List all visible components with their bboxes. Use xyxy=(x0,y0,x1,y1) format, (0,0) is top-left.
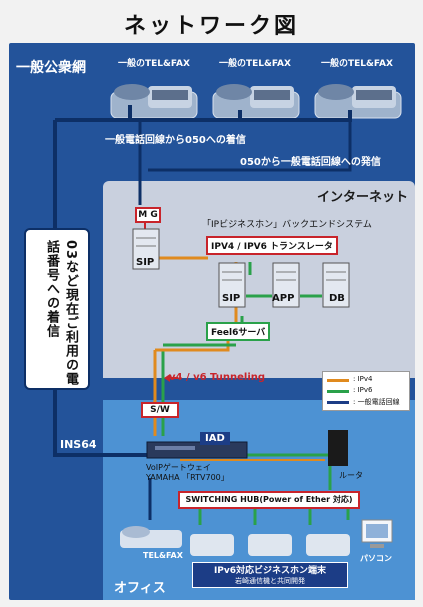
backend-title: 「IPビジネスホン」バックエンドシステム xyxy=(202,220,372,230)
product-main: IPv6対応ビジネスホン端末 xyxy=(213,566,327,576)
ins64-label: INS64 xyxy=(60,438,97,451)
legend-text: : IPv4 xyxy=(353,375,373,383)
internet-label: インターネット xyxy=(317,190,409,205)
iad-badge: IAD xyxy=(200,432,230,445)
incoming-number-note: 03など現在ご利用の電話番号への着信 xyxy=(44,240,78,387)
sw-label: S/W xyxy=(141,402,179,418)
router-icon xyxy=(328,430,348,466)
switching-hub: SWITCHING HUB(Power of Ether 対応) xyxy=(178,491,360,509)
public-network-label: 一般公衆網 xyxy=(16,60,86,76)
incoming-number-note-box: 03など現在ご利用の電話番号への着信 xyxy=(24,228,90,390)
sip-server-label: SIP xyxy=(222,293,241,304)
voip-line-1: VoIPゲートウェイ xyxy=(146,463,211,472)
legend-item: : IPv6 xyxy=(327,386,407,396)
product-sub: 岩崎通信機と共同開発 xyxy=(235,577,305,585)
phone-icon xyxy=(212,84,300,119)
translator-box: IPV4 / IPV6 トランスレータ xyxy=(206,236,338,255)
voip-line-2: YAMAHA 「RTV700」 xyxy=(146,473,229,482)
mg-label: M G xyxy=(135,207,161,223)
pc-icon xyxy=(361,519,393,548)
office-label: オフィス xyxy=(114,581,166,596)
voip-gateway-label: VoIPゲートウェイ YAMAHA 「RTV700」 xyxy=(146,463,229,483)
legend-text: : 一般電話回線 xyxy=(353,398,400,406)
phone-icon xyxy=(110,84,198,119)
server-icon xyxy=(322,262,350,308)
legend-swatch xyxy=(327,379,349,382)
server-icon xyxy=(272,262,300,308)
phone-label-2: 一般のTEL&FAX xyxy=(219,59,291,69)
app-server-label: APP xyxy=(272,293,295,304)
phone-label-3: 一般のTEL&FAX xyxy=(321,59,393,69)
feel6-server-box: Feel6サーバ xyxy=(206,322,271,341)
phone-label-1: 一般のTEL&FAX xyxy=(118,59,190,69)
pc-label: パソコン xyxy=(360,554,392,563)
ip-phones-icon xyxy=(190,534,350,556)
legend-text: : IPv6 xyxy=(353,386,373,394)
note-incoming-050: 一般電話回線から050への着信 xyxy=(105,135,246,146)
legend: : IPv4 : IPv6 : 一般電話回線 xyxy=(322,371,410,411)
page-title: ネットワーク図 xyxy=(123,14,299,39)
legend-item: : 一般電話回線 xyxy=(327,397,407,407)
telfax-icon xyxy=(120,526,182,548)
phone-icon xyxy=(314,84,402,119)
tunneling-label: v4 / v6 Tunneling xyxy=(169,372,266,383)
db-server-label: DB xyxy=(329,293,345,304)
legend-swatch xyxy=(327,390,349,393)
note-outgoing-050: 050から一般電話回線への発信 xyxy=(240,157,381,168)
telfax-label: TEL&FAX xyxy=(143,551,183,560)
voip-gateway-icon xyxy=(146,441,248,459)
legend-swatch xyxy=(327,401,349,404)
product-box: IPv6対応ビジネスホン端末 岩崎通信機と共同開発 xyxy=(192,562,348,588)
sip-left-label: SIP xyxy=(136,257,155,268)
server-icon xyxy=(132,228,160,270)
router-label: ルータ xyxy=(339,471,363,480)
legend-item: : IPv4 xyxy=(327,375,407,385)
server-icon xyxy=(218,262,246,308)
